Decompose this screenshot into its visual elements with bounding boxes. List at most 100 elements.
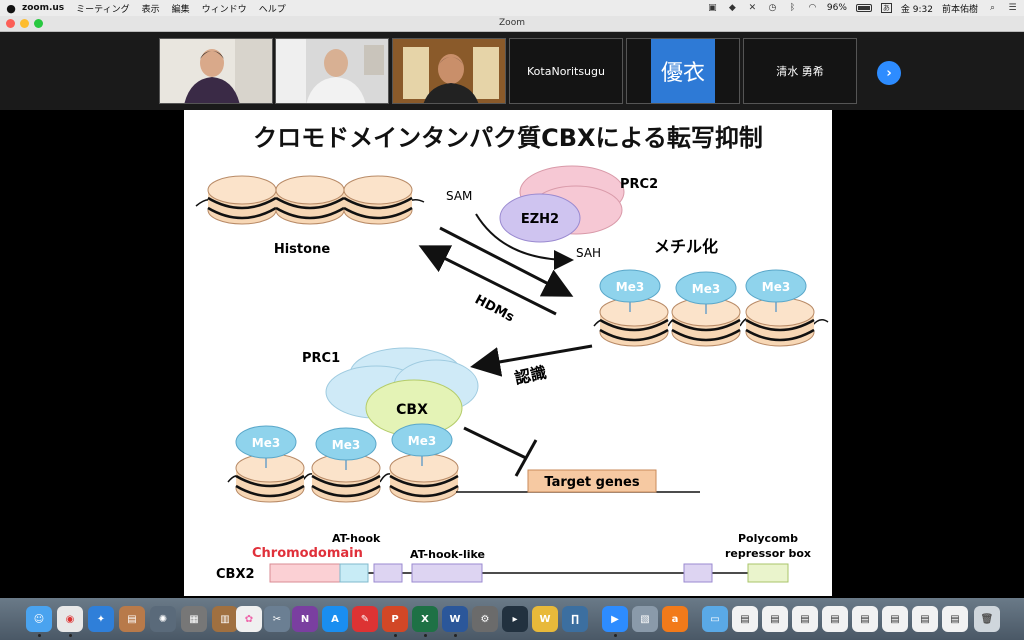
battery-percent: 96% [826, 3, 847, 13]
me3-label: Me3 [616, 280, 644, 294]
preview-icon[interactable]: ▧ [632, 606, 658, 632]
document-thumbnail-icon[interactable]: ▤ [912, 606, 938, 632]
chrome-icon[interactable]: ◉ [57, 606, 83, 632]
zoom-app-icon[interactable]: ▶ [602, 606, 628, 632]
me3-label: Me3 [252, 436, 280, 450]
participant-tile-5[interactable]: 優衣 [626, 38, 740, 104]
document-thumbnail-icon[interactable]: ▤ [852, 606, 878, 632]
prc2-complex [499, 165, 625, 243]
running-indicator [394, 634, 397, 637]
menu-help[interactable]: ヘルプ [258, 4, 286, 15]
bluetooth-icon[interactable]: ᛒ [789, 3, 796, 13]
next-page-button[interactable]: › [877, 61, 901, 85]
target-genes-label: Target genes [544, 475, 639, 490]
document-thumbnail-icon[interactable]: ▤ [882, 606, 908, 632]
participant-2-video [276, 39, 388, 103]
recognition-label: 認識 [513, 363, 548, 388]
document-thumbnail-icon[interactable]: ▤ [792, 606, 818, 632]
input-method-icon[interactable]: あ [880, 3, 892, 13]
stickies-icon[interactable]: W [532, 606, 558, 632]
prc1-label: PRC1 [302, 351, 340, 366]
me3-label: Me3 [408, 434, 436, 448]
methylation-label: メチル化 [654, 237, 718, 256]
shield-icon[interactable]: ◆ [728, 3, 736, 13]
vpn-icon[interactable]: ✕ [748, 3, 757, 13]
avast-icon[interactable]: a [662, 606, 688, 632]
menu-window[interactable]: ウィンドウ [201, 4, 247, 15]
methylated-histones-right [593, 269, 829, 348]
zoom-window-button[interactable] [34, 19, 43, 28]
menu-meeting[interactable]: ミーティング [76, 4, 130, 15]
running-indicator [454, 634, 457, 637]
chevron-right-icon: › [886, 65, 892, 81]
system-preferences-icon[interactable]: ⚙ [472, 606, 498, 632]
document-thumbnail-icon[interactable]: ▤ [762, 606, 788, 632]
menu-view[interactable]: 表示 [141, 4, 160, 15]
histone-chain [195, 174, 425, 226]
document-thumbnail-icon[interactable]: ▤ [732, 606, 758, 632]
close-window-button[interactable] [6, 19, 15, 28]
histone-label: Histone [274, 242, 330, 257]
tools-icon[interactable]: ✂ [264, 606, 290, 632]
pdf-reader-icon[interactable]: ✎ [352, 606, 378, 632]
zoom-status-icon[interactable]: ▣ [708, 3, 717, 13]
onenote-icon[interactable]: N [292, 606, 318, 632]
menu-bar: ● zoom.us ミーティング 表示 編集 ウィンドウ ヘルプ ▣ ◆ ✕ ◷… [0, 0, 1024, 16]
spotlight-search-icon[interactable]: ⌕ [989, 3, 996, 13]
powerpoint-icon[interactable]: P [382, 606, 408, 632]
polycomb-label-1: Polycomb [738, 532, 798, 545]
minimize-window-button[interactable] [20, 19, 29, 28]
chromodomain-label: Chromodomain [252, 546, 363, 561]
status-area: ▣ ◆ ✕ ◷ ᛒ ◠ 96% あ 金 9:32 前本佑樹 ⌕ ☰ [707, 2, 1024, 15]
network-icon[interactable]: ✺ [150, 606, 176, 632]
window-controls [6, 19, 43, 28]
me3-label: Me3 [762, 280, 790, 294]
shared-screen: クロモドメインタンパク質CBXによる転写抑制 Histone [0, 110, 1024, 598]
document-thumbnail-icon[interactable]: ▤ [822, 606, 848, 632]
participant-tile-6[interactable]: 清水 勇希 [743, 38, 857, 104]
hdms-label: HDMs [472, 292, 517, 325]
sam-label: SAM [446, 189, 472, 203]
apple-menu-icon[interactable]: ● [6, 1, 16, 15]
clock[interactable]: 金 9:32 [900, 4, 933, 15]
participant-3-video [393, 39, 505, 103]
menu-edit[interactable]: 編集 [171, 4, 190, 15]
trash-icon[interactable]: 🗑 [974, 606, 1000, 632]
sah-label: SAH [576, 246, 601, 260]
app-store-icon[interactable]: A [322, 606, 348, 632]
slide-diagram: クロモドメインタンパク質CBXによる転写抑制 Histone [195, 124, 829, 583]
time-machine-icon[interactable]: ◷ [768, 3, 777, 13]
participant-video-2[interactable] [275, 38, 389, 104]
prc2-label: PRC2 [620, 177, 658, 192]
participant-video-3[interactable] [392, 38, 506, 104]
notes-book-icon[interactable]: ▤ [119, 606, 145, 632]
user-menu[interactable]: 前本佑樹 [941, 4, 978, 15]
safari-icon[interactable]: ✦ [88, 606, 114, 632]
running-indicator [614, 634, 617, 637]
notification-center-icon[interactable]: ☰ [1008, 3, 1017, 13]
polycomb-label-2: repressor box [725, 547, 811, 560]
participant-avatar: 優衣 [651, 39, 715, 103]
app-menu[interactable]: zoom.us [22, 3, 65, 13]
slide-title: クロモドメインタンパク質CBXによる転写抑制 [253, 124, 763, 152]
participant-tile-4[interactable]: KotaNoritsugu [509, 38, 623, 104]
word-icon[interactable]: W [442, 606, 468, 632]
participant-video-1[interactable] [159, 38, 273, 104]
excel-icon[interactable]: X [412, 606, 438, 632]
wifi-icon[interactable]: ◠ [808, 3, 817, 13]
vpn-app-icon[interactable]: ∏ [562, 606, 588, 632]
running-indicator [69, 634, 72, 637]
running-indicator [38, 634, 41, 637]
battery-icon[interactable] [855, 4, 872, 12]
finder-icon[interactable]: ☺ [26, 606, 52, 632]
photos-icon[interactable]: ✿ [236, 606, 262, 632]
print-icon[interactable]: ▦ [181, 606, 207, 632]
sam-to-sah-arrow [475, 213, 574, 270]
downloads-folder-icon[interactable]: ▭ [702, 606, 728, 632]
participant-name: KotaNoritsugu [527, 64, 605, 78]
contacts-icon[interactable]: ▥ [212, 606, 238, 632]
terminal-icon[interactable]: ▸ [502, 606, 528, 632]
document-thumbnail-icon[interactable]: ▤ [942, 606, 968, 632]
at-hook-label: AT-hook [332, 532, 381, 545]
